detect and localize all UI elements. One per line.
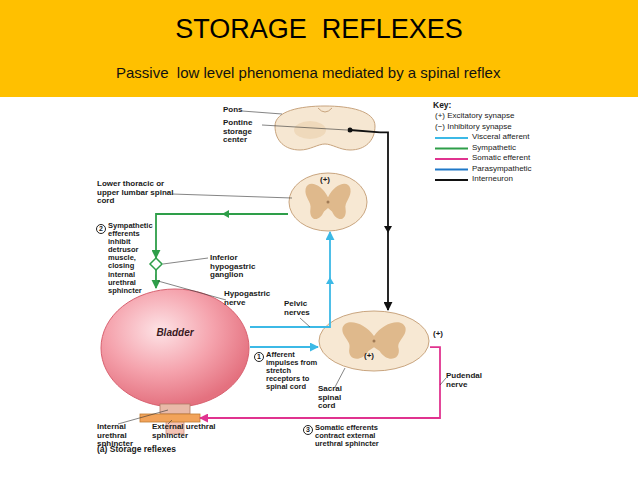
synapse-sign: (+) — [320, 176, 340, 185]
legend-entry: Interneuron — [472, 175, 513, 184]
leader-line — [300, 318, 310, 327]
spinal-cord-section: Lower thoracic or upper lumbar spinal co… — [288, 172, 368, 232]
subtitle: Passive low level phenomena mediated by … — [116, 64, 631, 82]
legend-text: (+) Excitatory synapse — [435, 111, 514, 120]
callout-number: 3 — [303, 425, 313, 435]
cord-outline — [289, 173, 367, 231]
node-label: Pontine storage center — [223, 119, 275, 145]
nerve-label: Hypogastric nerve — [224, 290, 276, 307]
nerve-pathway — [200, 347, 440, 418]
legend-text: Sympathetic — [472, 143, 516, 152]
leader-line — [158, 281, 226, 300]
gray-matter — [342, 322, 405, 359]
pons-ventricle — [318, 108, 332, 112]
central-canal — [327, 201, 330, 204]
legend-line-sample — [435, 158, 468, 160]
legend-entry: (−) Inhibitory synapse — [435, 123, 512, 132]
sphincter-band: External urethral sphincter — [140, 414, 200, 422]
node-label: External urethral sphincter — [152, 423, 230, 440]
bladder: Bladder — [100, 288, 250, 408]
leader-line — [335, 368, 345, 387]
legend-entry: Sympathetic — [472, 144, 516, 153]
node-shape — [288, 172, 368, 232]
pons-section: PonsPontine storage center — [270, 106, 380, 150]
nerve-label: Pelvic nerves — [284, 300, 324, 317]
legend-entry: Somatic efferent — [472, 154, 530, 163]
legend-line-sample — [435, 137, 468, 139]
legend-text: (−) Inhibitory synapse — [435, 122, 512, 131]
legend-entry: (+) Excitatory synapse — [435, 112, 514, 121]
legend-heading: Key: — [433, 101, 473, 110]
callout-number: 2 — [96, 224, 106, 234]
nerve-label: Pudendal nerve — [446, 372, 491, 389]
bladder-outline — [101, 289, 249, 407]
leader-line — [262, 125, 347, 130]
central-canal — [373, 340, 376, 343]
leader-line — [163, 258, 208, 264]
nerve-pathway — [250, 346, 318, 348]
pons-nucleus — [294, 121, 326, 139]
cord-outline — [319, 311, 429, 371]
legend-samples — [435, 138, 468, 180]
nerve-pathway — [250, 232, 330, 327]
leader-line — [440, 378, 446, 385]
flow-arrow — [326, 277, 334, 284]
nerve-pathway — [380, 132, 388, 310]
annotation: Somatic efferents contract external uret… — [315, 424, 393, 448]
synapse-sign: (+) — [364, 352, 384, 361]
legend-text: Visceral afferent — [472, 132, 530, 141]
legend-entry: Visceral afferent — [472, 133, 530, 142]
node-label: Internal urethral sphincter — [97, 423, 143, 449]
pons-outline — [275, 106, 375, 150]
node-label: Pons — [223, 106, 267, 115]
gray-matter — [305, 184, 350, 219]
node-label: Lower thoracic or upper lumbar spinal co… — [97, 180, 179, 206]
legend-line-sample — [435, 179, 468, 181]
node-label: Sacral spinal cord — [318, 385, 358, 411]
ganglion: Inferior hypogastric ganglion — [150, 258, 162, 270]
legend-text: Parasympathetic — [472, 164, 532, 173]
figure-caption: (a) Storage reflexes — [97, 445, 217, 454]
node-shape — [140, 414, 200, 422]
flow-arrow — [222, 210, 229, 218]
legend-entry: Parasympathetic — [472, 165, 532, 174]
node-label: Inferior hypogastric ganglion — [210, 254, 270, 280]
node-shape — [160, 404, 190, 414]
spinal-cord-section: Sacral spinal cord — [318, 310, 430, 372]
annotation: Sympathetic efferents inhibit detrusor m… — [108, 222, 154, 295]
node-shape — [150, 258, 162, 270]
node-label: Bladder — [110, 328, 240, 339]
internal-sphincter — [160, 404, 190, 414]
nerve-pathway — [156, 214, 288, 258]
callout-number: 1 — [254, 352, 264, 362]
external-sphincter — [140, 414, 200, 422]
nerve-pathway — [155, 270, 157, 288]
legend-text: Interneuron — [472, 174, 513, 183]
synapse-sign: (+) — [433, 330, 453, 339]
leader-line — [168, 420, 172, 424]
leader-line — [172, 194, 292, 198]
node-shape — [318, 310, 430, 372]
header-band — [0, 0, 638, 97]
title: STORAGE REFLEXES — [0, 14, 638, 45]
annotation: Afferent impulses from stretch receptors… — [266, 351, 320, 391]
leader-line — [242, 111, 282, 114]
legend-line-sample — [435, 148, 468, 150]
legend-line-sample — [435, 169, 468, 171]
legend-text: Somatic efferent — [472, 153, 530, 162]
flow-arrow — [384, 226, 392, 233]
node-shape — [270, 106, 380, 150]
interneuron-segment — [350, 130, 380, 132]
leader-line — [118, 410, 168, 424]
storage-center-dot — [348, 128, 353, 133]
node-shape — [100, 288, 250, 408]
sphincter-band: Internal urethral sphincter — [160, 404, 190, 414]
ganglion-symbol — [150, 258, 162, 270]
